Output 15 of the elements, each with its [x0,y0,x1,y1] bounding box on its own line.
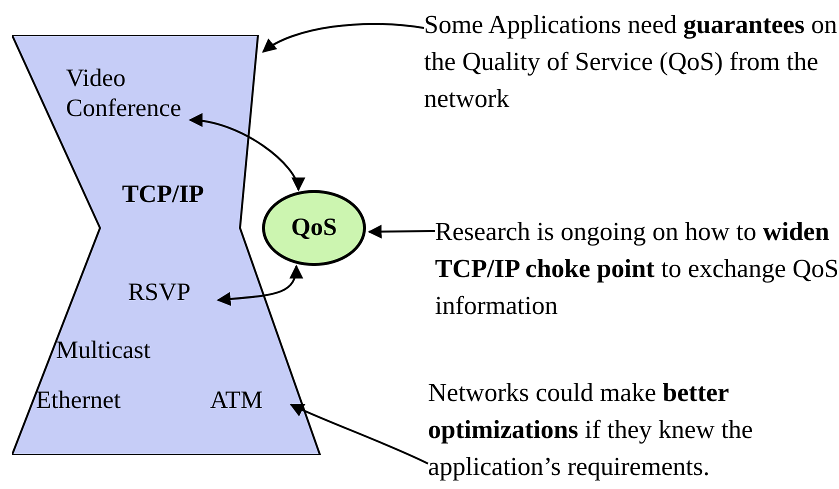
leader-arrow [262,23,424,53]
layer-label: ATM [210,386,264,416]
note-text: Networks could make better optimizations if they knew the application’s requirements. [428,377,754,483]
note-text: Research is ongoing on how to widen TCP/IP choke point to exchange QoS information [435,216,839,322]
layer-label: RSVP [128,278,192,308]
layer-label: TCP/IP [122,180,205,210]
note-text: Some Applications need guarantees on the Quality of Service (QoS) from the network [424,9,838,115]
arrow [216,264,302,306]
layer-label: Video Conference [66,64,182,124]
layer-label: Ethernet [36,386,122,416]
leader-arrow [368,224,436,239]
leader-arrow [290,404,428,464]
layer-label: Multicast [56,336,152,366]
arrow [188,114,304,192]
qos-ellipse: QoS [262,190,366,266]
